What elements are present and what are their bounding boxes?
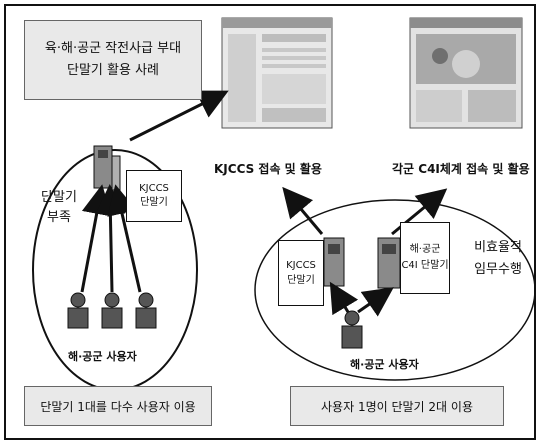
c4i-screenshot	[410, 18, 522, 128]
terminal-shortage-label: 단말기 부족	[34, 186, 84, 230]
right-users-label: 해·공군 사용자	[350, 356, 419, 372]
inefficient-task-label: 비효율적 임무수행	[466, 232, 530, 286]
right-user-icon	[342, 311, 362, 348]
title-line-1: 육·해·공군 작전사급 부대	[45, 38, 181, 60]
left-computer-icon	[94, 146, 120, 190]
arrow-user-to-c4i-pc	[358, 294, 384, 312]
kjccs-screenshot	[222, 18, 332, 128]
right-caption-box: 사용자 1명이 단말기 2대 이용	[290, 386, 504, 426]
kjccs-screen-caption: KJCCS 접속 및 활용	[214, 160, 322, 177]
inefficient-line2: 임무수행	[474, 259, 522, 281]
right-caption-text: 사용자 1명이 단말기 2대 이용	[321, 398, 473, 415]
arrow-user2-to-pc	[110, 196, 112, 292]
right-kjccs-line1: KJCCS	[286, 258, 316, 273]
arrow-user1-to-pc	[82, 196, 100, 292]
right-kjccs-line2: 단말기	[287, 273, 315, 288]
c4i-screen-caption: 각군 C4I체계 접속 및 활용	[392, 160, 530, 177]
right-c4i-line2: C4I 단말기	[401, 258, 448, 274]
right-kjccs-computer-icon	[324, 238, 344, 286]
left-terminal-label-line1: KJCCS	[139, 182, 169, 196]
left-caption-box: 단말기 1대를 다수 사용자 이용	[24, 386, 212, 426]
left-users-label: 해·공군 사용자	[68, 348, 137, 364]
shortage-line1: 단말기	[41, 188, 77, 208]
arrow-left-to-kjccs-screen	[130, 96, 218, 140]
right-kjccs-terminal-label: KJCCS 단말기	[278, 240, 324, 306]
right-c4i-terminal-label: 해·공군 C4I 단말기	[400, 222, 450, 294]
left-users-icon	[68, 293, 156, 328]
right-c4i-line1: 해·공군	[410, 242, 441, 258]
arrow-user-to-kjccs-pc	[336, 292, 348, 312]
right-c4i-computer-icon	[378, 238, 400, 288]
shortage-line2: 부족	[47, 208, 71, 228]
title-line-2: 단말기 활용 사례	[67, 60, 159, 82]
inefficient-line1: 비효율적	[474, 237, 522, 259]
left-terminal-label-line2: 단말기	[140, 196, 168, 210]
left-caption-text: 단말기 1대를 다수 사용자 이용	[40, 398, 195, 415]
title-box: 육·해·공군 작전사급 부대 단말기 활용 사례	[24, 20, 202, 100]
left-kjccs-terminal-label: KJCCS 단말기	[126, 170, 182, 222]
